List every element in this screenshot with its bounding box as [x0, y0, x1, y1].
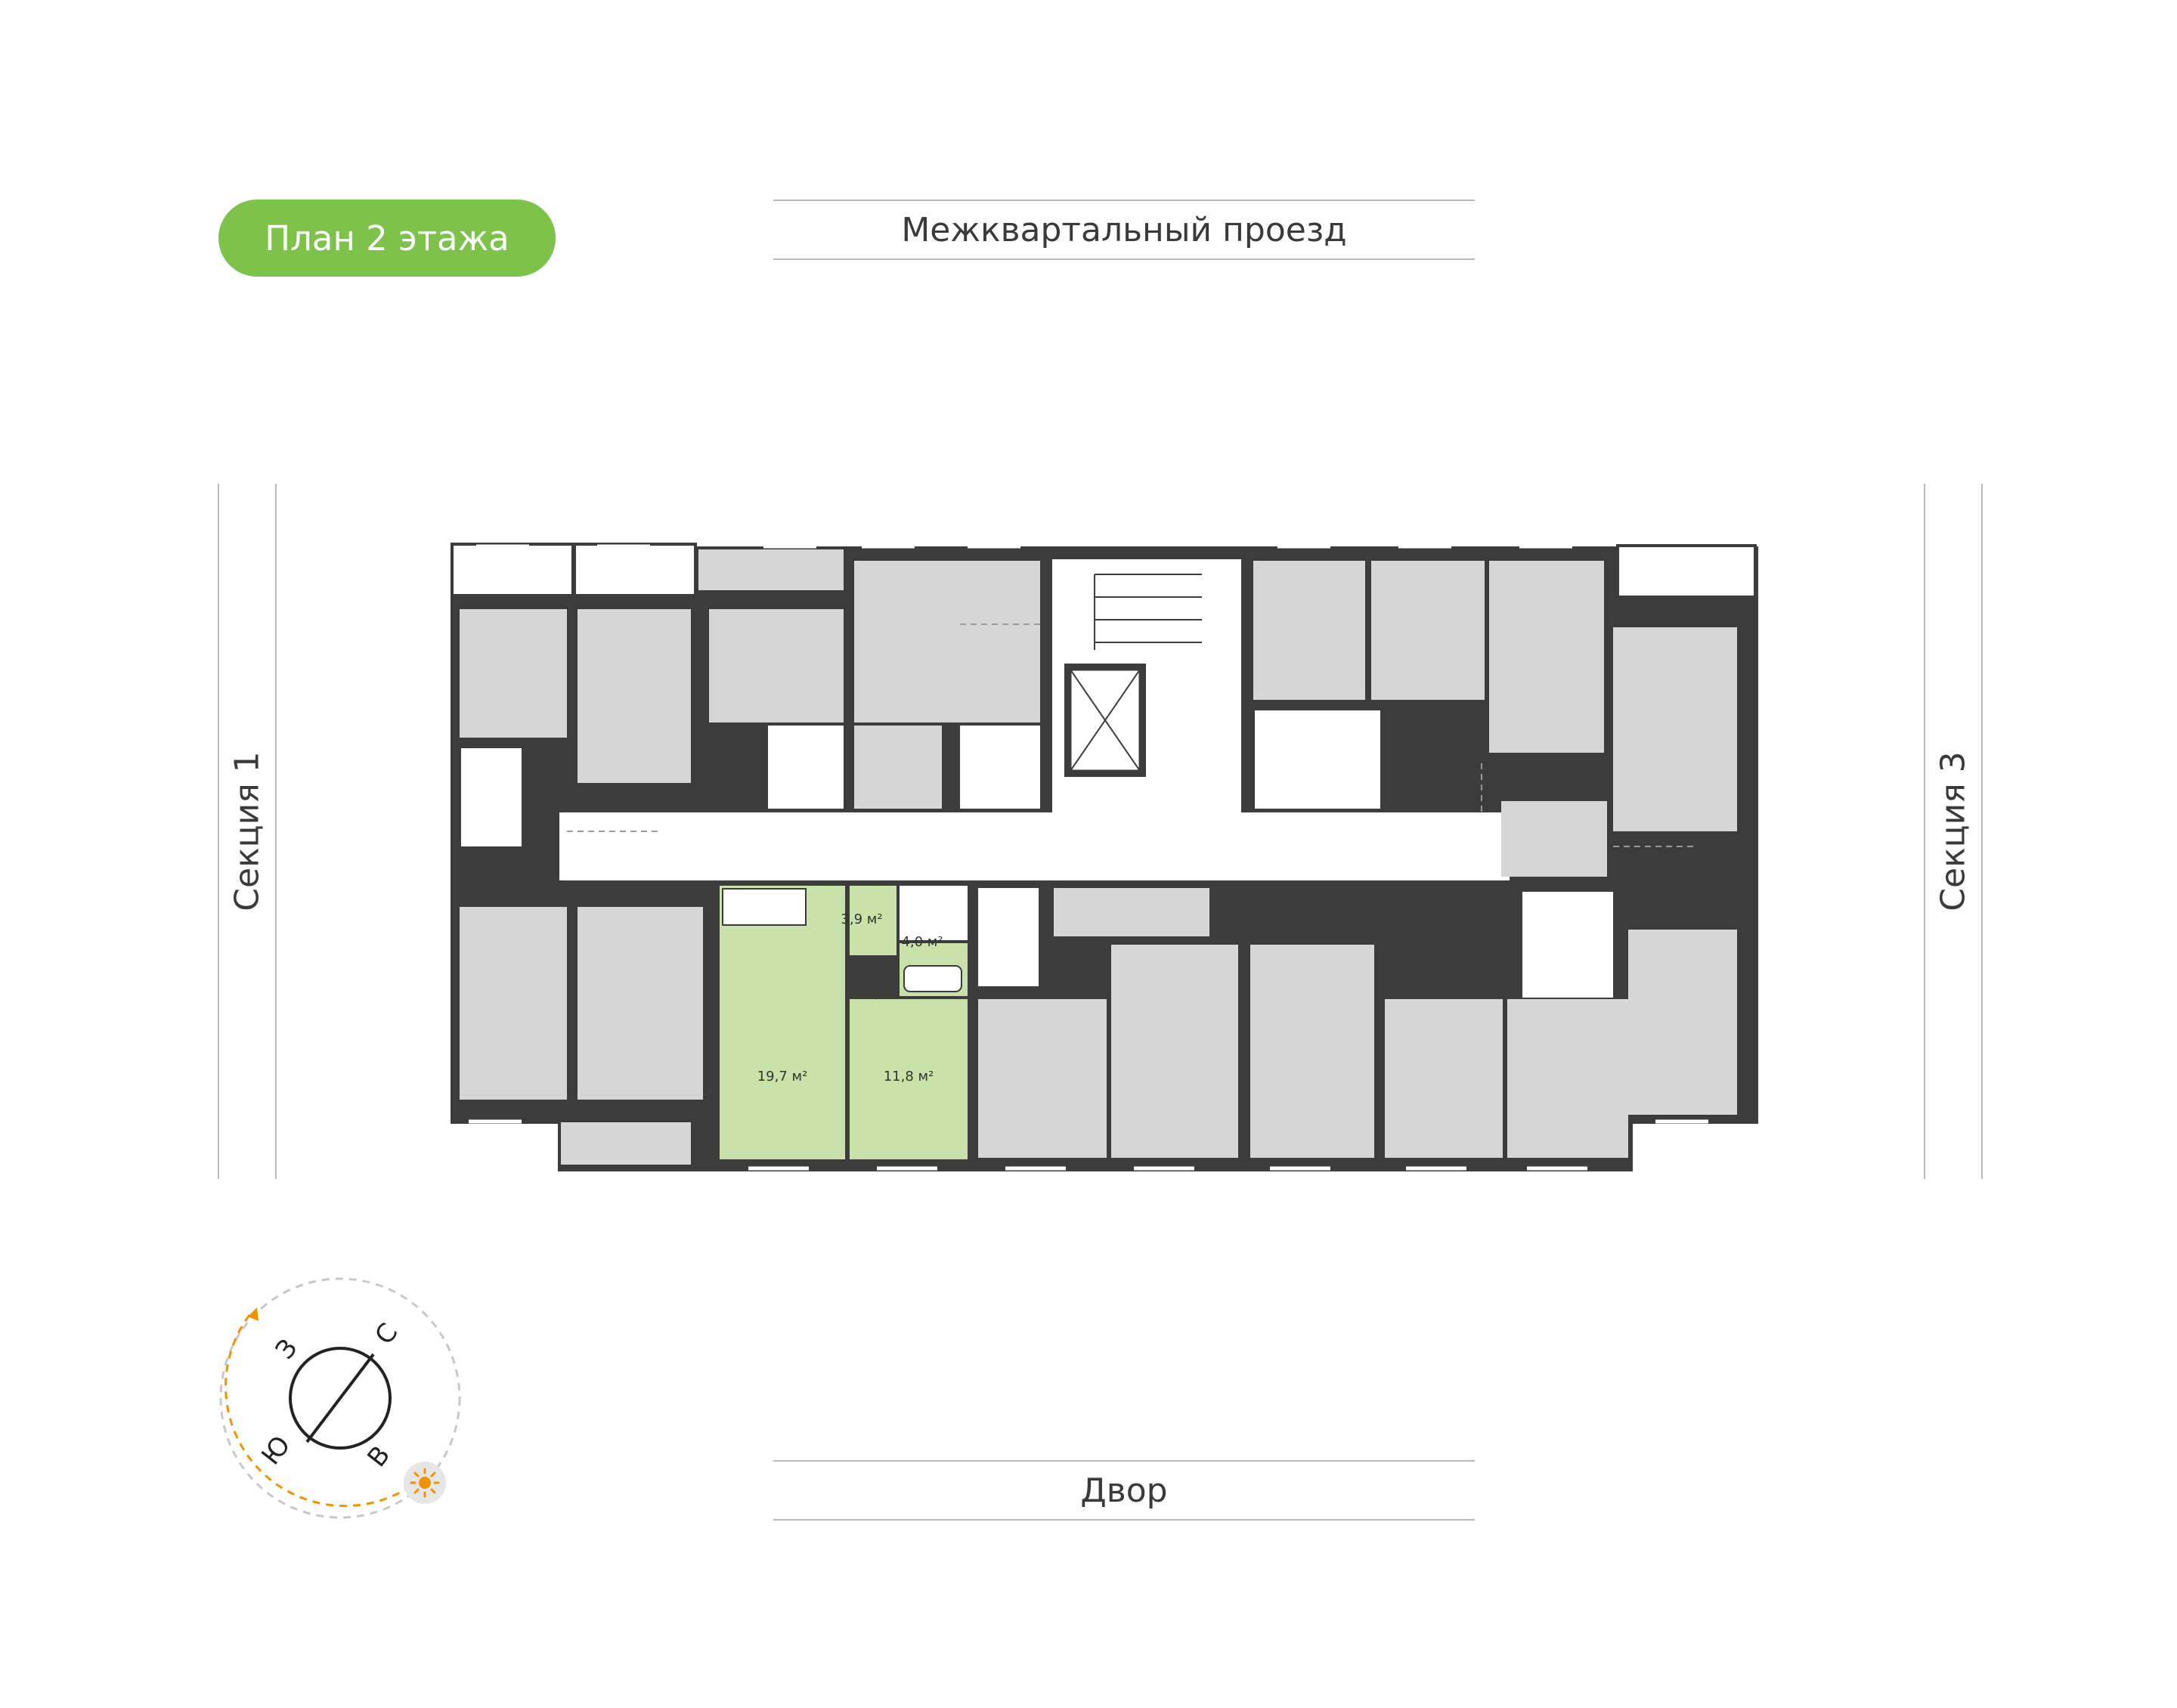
apartments — [460, 561, 1737, 1158]
compass-south: Ю — [255, 1430, 296, 1471]
bedroom — [850, 999, 968, 1159]
compass-orbit — [219, 1277, 461, 1519]
compass-north: С — [369, 1318, 404, 1351]
section-left-band: Секция 1 — [218, 484, 277, 1179]
area-labels: 19,7 м² 11,8 м² 3,9 м² 4,0 м² — [757, 911, 943, 1085]
compass: С В Ю З — [219, 1277, 461, 1519]
street-top: Межквартальный проезд — [773, 200, 1475, 260]
section-right-band: Секция 3 — [1924, 484, 1983, 1179]
area-bathroom: 4,0 м² — [901, 934, 943, 950]
living-room — [720, 886, 845, 1159]
highlighted-apartment — [715, 883, 969, 1162]
street-bottom-label: Двор — [1080, 1471, 1168, 1510]
compass-west: З — [270, 1333, 304, 1365]
compass-ring — [289, 1347, 392, 1450]
area-bedroom: 11,8 м² — [884, 1069, 934, 1085]
floor-plan-title: План 2 этажа — [218, 200, 556, 277]
compass-east: В — [361, 1440, 396, 1473]
sun-path-arrow-icon — [248, 1307, 259, 1321]
sun-icon — [404, 1462, 446, 1504]
street-top-label: Межквартальный проезд — [901, 210, 1347, 249]
area-living: 19,7 м² — [757, 1069, 808, 1085]
partitions — [567, 623, 1693, 847]
bathroom-wc — [900, 886, 968, 940]
corridor — [559, 559, 1510, 880]
hallway — [850, 886, 897, 955]
area-hallway: 3,9 м² — [841, 911, 882, 927]
compass-needle — [305, 1353, 375, 1443]
sun-path — [225, 1314, 417, 1508]
street-bottom: Двор — [773, 1460, 1475, 1521]
windows — [469, 544, 1708, 1171]
